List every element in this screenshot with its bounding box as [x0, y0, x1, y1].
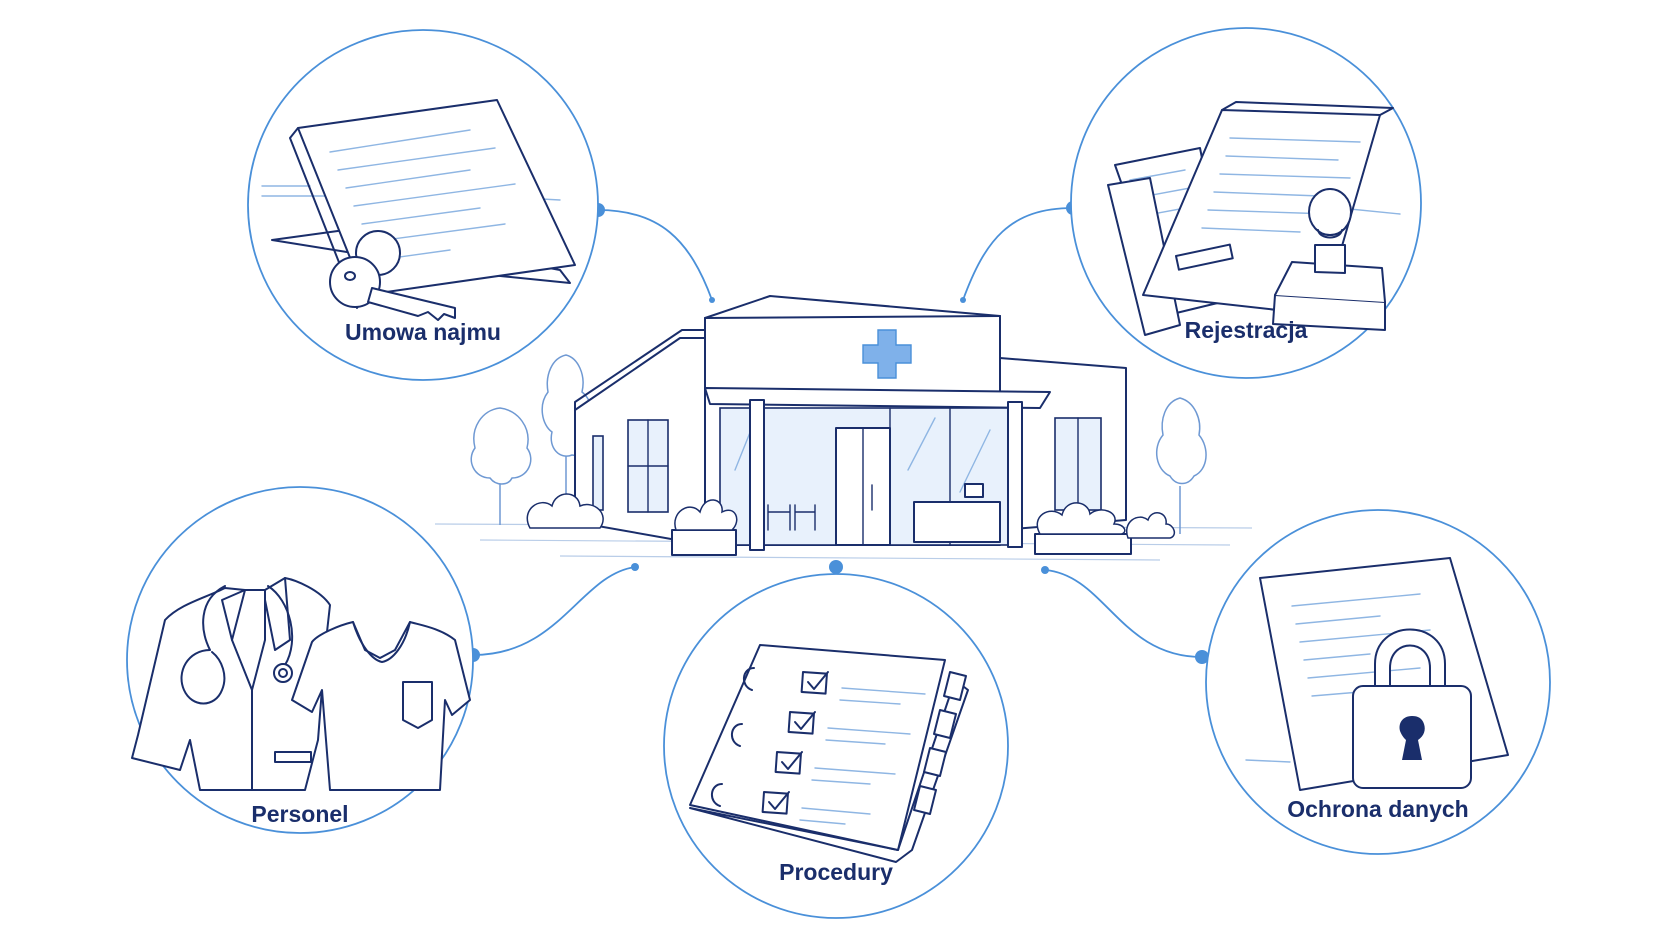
topic-lease: Umowa najmu: [247, 29, 599, 381]
medical-coat-scrubs-icon: [131, 577, 471, 791]
connector-dot-staff-end: [631, 563, 639, 571]
reception-monitor: [964, 483, 984, 498]
topic-label-lease: Umowa najmu: [345, 319, 501, 345]
checkbox-icon: [787, 711, 816, 735]
rubber-stamp-icon: [1272, 188, 1386, 331]
building-canopy: [704, 387, 1051, 409]
connector-dot-data-protection: [1195, 650, 1209, 664]
connector-dot-data-protection-end: [1041, 566, 1049, 574]
left-window-small: [592, 435, 604, 511]
topic-registration: Rejestracja: [1070, 27, 1422, 379]
ground-line: [559, 555, 1161, 561]
waiting-chairs: [767, 504, 816, 531]
bush: [1125, 512, 1176, 539]
connector-staff: [472, 566, 636, 656]
documents-stamp-icon: [1107, 101, 1401, 336]
tree: [1155, 397, 1207, 534]
scrubs-top: [291, 621, 471, 791]
connector-data-protection: [1044, 569, 1203, 658]
key-icon: [329, 230, 456, 321]
column: [749, 399, 765, 551]
topic-data-protection: Ochrona danych: [1205, 509, 1551, 855]
planter-box: [1034, 533, 1132, 555]
topic-label-data-protection: Ochrona danych: [1287, 796, 1468, 822]
tree: [470, 407, 532, 525]
padlock-icon: [1352, 628, 1472, 789]
reception-desk: [913, 501, 1001, 543]
medical-cross-icon: [862, 329, 912, 379]
stethoscope-icon: [180, 585, 294, 705]
clinic-building: [434, 295, 1253, 561]
checkbox-icon: [774, 751, 803, 775]
checklist-binder-icon: [689, 644, 969, 863]
topic-label-registration: Rejestracja: [1185, 317, 1308, 343]
checkbox-icon: [800, 671, 829, 695]
checkbox-icon: [761, 791, 790, 815]
connector-dot-lease-end: [709, 297, 715, 303]
topic-procedures: Procedury: [663, 573, 1009, 919]
bush: [526, 493, 604, 529]
topic-label-staff: Personel: [251, 801, 348, 827]
lease-contract-key-icon: [261, 99, 576, 321]
column: [1007, 401, 1023, 548]
connector-dot-registration-end: [960, 297, 966, 303]
connector-registration: [962, 207, 1074, 301]
planter-box: [671, 529, 737, 556]
connector-dot-procedures: [829, 560, 843, 574]
checklist-page: [689, 644, 946, 851]
topic-label-procedures: Procedury: [779, 859, 893, 885]
document-padlock-icon: [1245, 557, 1509, 791]
medical-cross-shape: [862, 329, 912, 379]
bush: [674, 499, 738, 531]
building-left-wing-roof: [574, 329, 706, 411]
topic-staff: Personel: [126, 486, 474, 834]
connector-lease: [597, 209, 713, 301]
bush: [1036, 502, 1126, 535]
